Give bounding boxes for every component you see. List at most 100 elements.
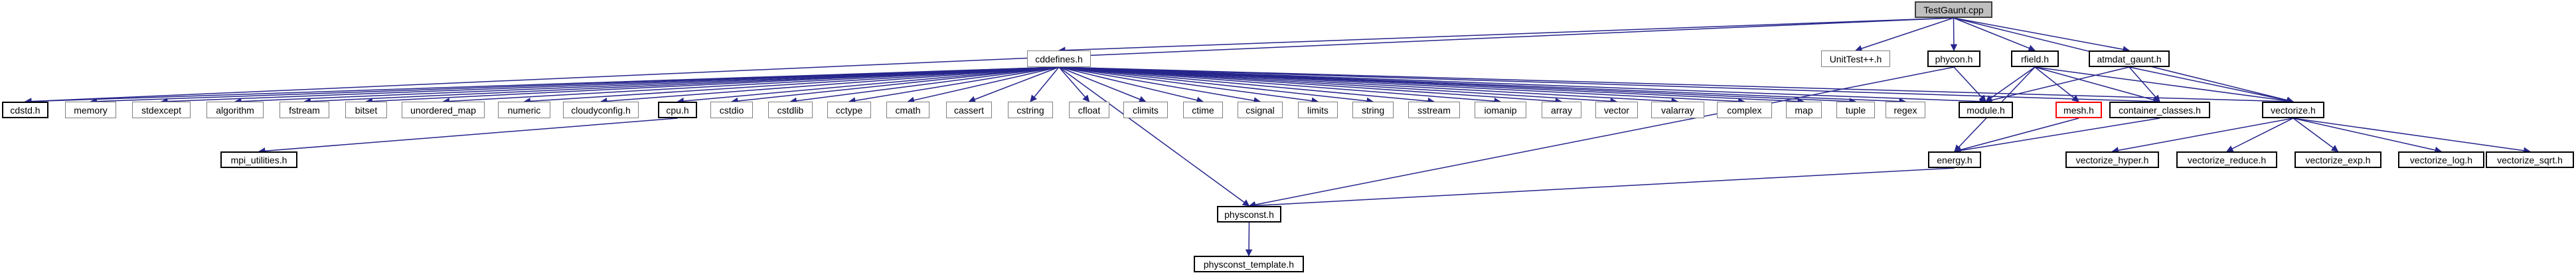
graph-node-fstream[interactable]: fstream [280, 102, 329, 118]
graph-edge-cddefines-to-cstdio [730, 66, 1060, 105]
graph-edge-vectorize-to-vectorize_log [2293, 118, 2443, 154]
graph-node-complex[interactable]: complex [1717, 102, 1772, 118]
graph-node-label: csignal [1246, 104, 1275, 116]
graph-edge-cddefines-to-cloudyconfig [600, 66, 1060, 105]
graph-node-memory[interactable]: memory [65, 102, 116, 118]
graph-edge-cddefines-to-sstream [1058, 66, 1435, 105]
graph-node-cstdio[interactable]: cstdio [710, 102, 753, 118]
graph-node-array[interactable]: array [1542, 102, 1581, 118]
graph-edge-cddefines-to-cpu [677, 66, 1060, 105]
graph-edge-vectorize-to-vectorize_reduce [2226, 118, 2294, 152]
graph-node-cfloat[interactable]: cfloat [1069, 102, 1109, 118]
graph-node-map[interactable]: map [1786, 102, 1822, 118]
graph-edge-atmdat_gaunt-to-container_classes [2129, 66, 2160, 102]
graph-edge-cddefines-to-regex [1058, 66, 1907, 105]
graph-node-vectorize_hyper[interactable]: vectorize_hyper.h [2065, 151, 2159, 168]
graph-node-label: fstream [289, 104, 320, 116]
graph-node-cdstd[interactable]: cdstd.h [2, 102, 48, 118]
graph-node-rfield[interactable]: rfield.h [2011, 50, 2059, 67]
graph-edge-atmdat_gaunt-to-vectorize [2129, 66, 2294, 104]
graph-node-label: cloudyconfig.h [571, 104, 631, 116]
graph-node-label: UnitTest++.h [1829, 53, 1882, 64]
graph-edge-energy-to-physconst [1248, 167, 1955, 209]
graph-edge-phycon-to-physconst [1248, 66, 1955, 209]
graph-node-unordered_map[interactable]: unordered_map [402, 102, 485, 118]
graph-node-label: iomanip [1484, 104, 1517, 116]
graph-node-label: container_classes.h [2119, 104, 2201, 116]
graph-node-vector[interactable]: vector [1595, 102, 1638, 118]
graph-node-stdexcept[interactable]: stdexcept [132, 102, 191, 118]
graph-node-label: TestGaunt.cpp [1923, 4, 1984, 15]
graph-node-string[interactable]: string [1352, 102, 1394, 118]
graph-node-energy[interactable]: energy.h [1928, 151, 1981, 168]
graph-node-algorithm[interactable]: algorithm [206, 102, 264, 118]
graph-edge-testgaunt-to-rfield [1953, 17, 2036, 52]
graph-node-physconst[interactable]: physconst.h [1217, 206, 1281, 223]
graph-node-label: physconst_template.h [1203, 258, 1295, 270]
graph-node-phycon[interactable]: phycon.h [1927, 50, 1980, 67]
graph-node-limits[interactable]: limits [1298, 102, 1338, 118]
graph-edge-cddefines-to-string [1058, 66, 1374, 105]
graph-node-label: cfloat [1078, 104, 1101, 116]
graph-node-numeric[interactable]: numeric [498, 102, 550, 118]
graph-node-testgaunt[interactable]: TestGaunt.cpp [1915, 1, 1992, 18]
graph-edge-cddefines-to-cstring [1030, 66, 1060, 102]
graph-node-container_classes[interactable]: container_classes.h [2109, 102, 2210, 118]
graph-node-vectorize_log[interactable]: vectorize_log.h [2398, 151, 2484, 168]
graph-node-cpu[interactable]: cpu.h [658, 102, 697, 118]
graph-node-atmdat_gaunt[interactable]: atmdat_gaunt.h [2089, 50, 2170, 67]
graph-node-cassert[interactable]: cassert [946, 102, 992, 118]
graph-node-tuple[interactable]: tuple [1836, 102, 1875, 118]
graph-node-label: numeric [507, 104, 541, 116]
graph-node-valarray[interactable]: valarray [1651, 102, 1704, 118]
graph-node-label: phycon.h [1935, 53, 1973, 64]
graph-node-label: mpi_utilities.h [230, 154, 287, 165]
graph-node-vectorize[interactable]: vectorize.h [2262, 102, 2324, 118]
graph-node-mpi_utilities[interactable]: mpi_utilities.h [220, 151, 297, 168]
graph-edge-cddefines-to-container_classes [1058, 66, 2161, 105]
graph-node-climits[interactable]: climits [1123, 102, 1168, 118]
graph-node-bitset[interactable]: bitset [345, 102, 387, 118]
graph-node-module[interactable]: module.h [1959, 102, 2013, 118]
graph-edge-testgaunt-to-cdstd [24, 17, 1954, 105]
graph-edge-cddefines-to-bitset [365, 66, 1060, 105]
graph-node-sstream[interactable]: sstream [1408, 102, 1460, 118]
graph-node-label: array [1551, 104, 1572, 116]
graph-edge-cddefines-to-limits [1058, 66, 1319, 104]
graph-edge-rfield-to-vectorize [2034, 66, 2294, 104]
graph-node-label: cstring [1016, 104, 1044, 116]
graph-node-ctime[interactable]: ctime [1183, 102, 1223, 118]
graph-edge-atmdat_gaunt-to-module [1984, 66, 2130, 104]
graph-node-label: memory [74, 104, 108, 116]
graph-node-physconst_template[interactable]: physconst_template.h [1194, 256, 1304, 272]
graph-node-regex[interactable]: regex [1886, 102, 1925, 118]
graph-node-cmath[interactable]: cmath [886, 102, 929, 118]
graph-edge-cddefines-to-vector [1058, 66, 1618, 105]
graph-node-cloudyconfig[interactable]: cloudyconfig.h [563, 102, 639, 118]
graph-edge-testgaunt-to-phycon [1950, 17, 1958, 52]
graph-node-label: atmdat_gaunt.h [2097, 53, 2162, 64]
graph-node-cddefines[interactable]: cddefines.h [1027, 50, 1091, 67]
graph-node-cstdlib[interactable]: cstdlib [768, 102, 813, 118]
graph-node-mesh[interactable]: mesh.h [2055, 102, 2102, 118]
graph-edge-mesh-to-energy [1953, 118, 2079, 153]
graph-node-vectorize_exp[interactable]: vectorize_exp.h [2294, 151, 2381, 168]
graph-node-iomanip[interactable]: iomanip [1475, 102, 1526, 118]
graph-node-label: cstdio [719, 104, 744, 116]
graph-node-vectorize_sqrt[interactable]: vectorize_sqrt.h [2486, 151, 2574, 168]
graph-node-vectorize_reduce[interactable]: vectorize_reduce.h [2176, 151, 2277, 168]
graph-node-label: bitset [355, 104, 378, 116]
graph-node-unittest[interactable]: UnitTest++.h [1821, 50, 1890, 67]
graph-node-label: complex [1727, 104, 1762, 116]
graph-edge-cddefines-to-tuple [1058, 66, 1857, 105]
graph-edge-cddefines-to-numeric [523, 66, 1060, 105]
graph-edge-cddefines-to-vectorize [1058, 66, 2294, 105]
graph-edge-cddefines-to-ctime [1058, 66, 1204, 104]
graph-node-cstring[interactable]: cstring [1008, 102, 1053, 118]
graph-node-label: mesh.h [2063, 104, 2094, 116]
graph-node-csignal[interactable]: csignal [1238, 102, 1283, 118]
graph-node-cctype[interactable]: cctype [827, 102, 871, 118]
graph-edge-testgaunt-to-atmdat_gaunt [1953, 17, 2131, 53]
graph-edge-cddefines-to-unordered_map [442, 66, 1060, 105]
graph-node-label: ctime [1192, 104, 1214, 116]
